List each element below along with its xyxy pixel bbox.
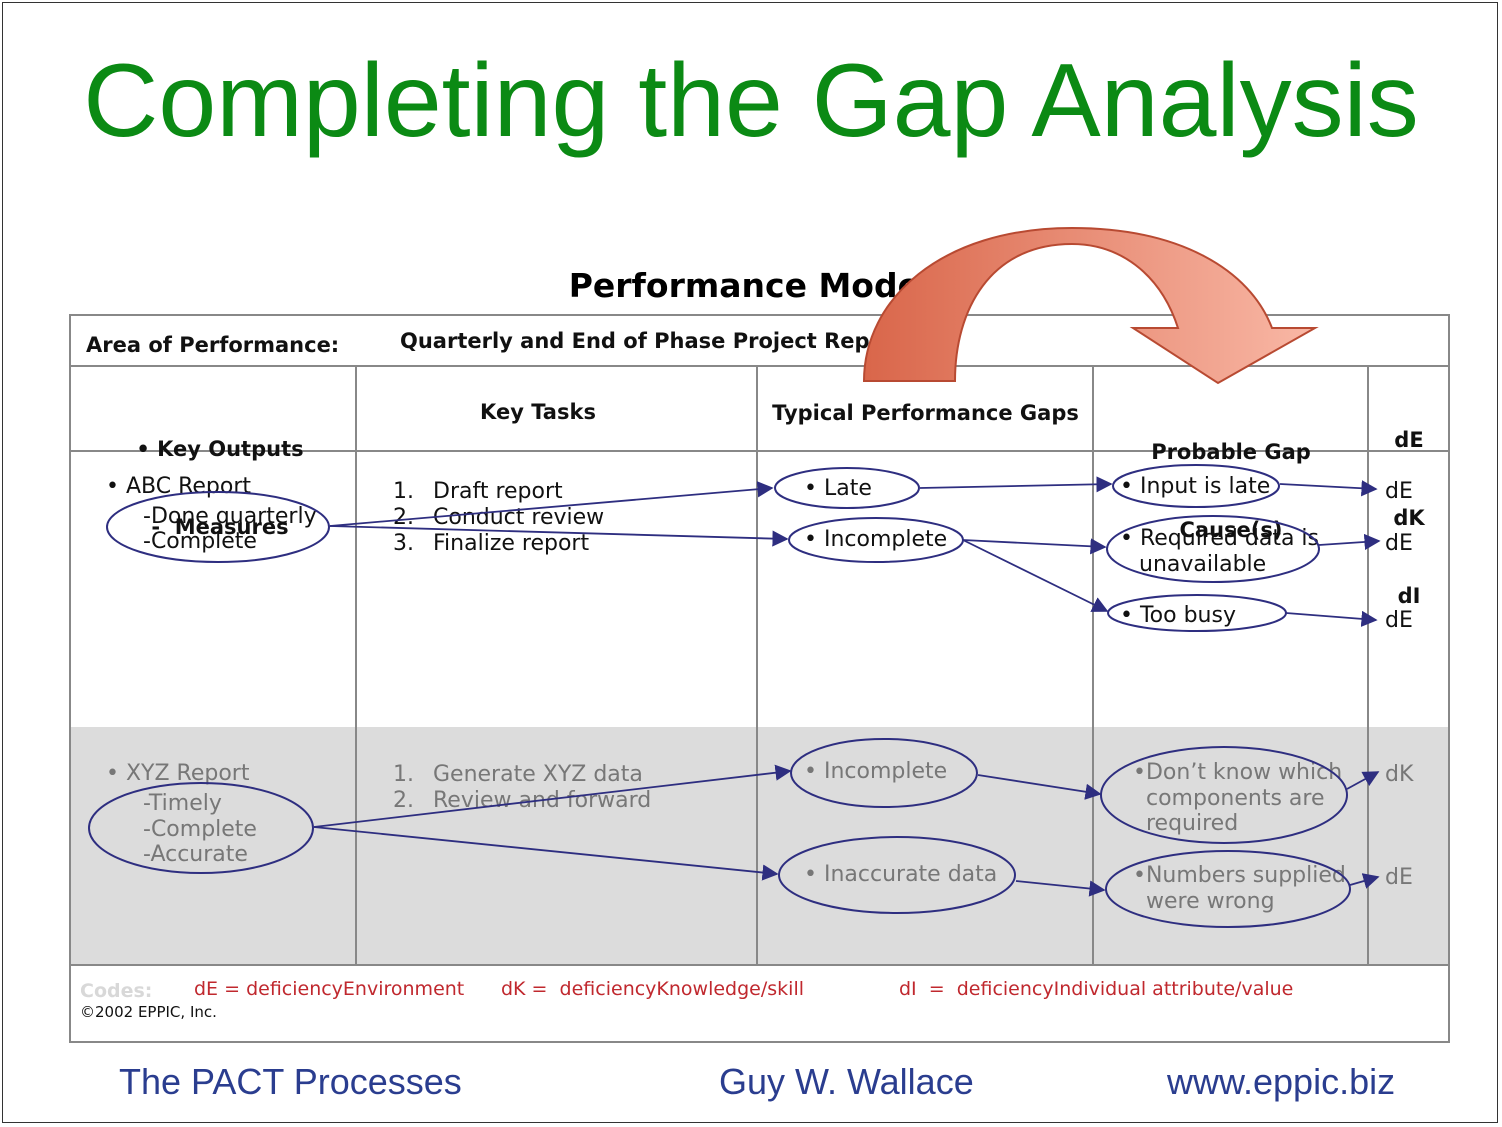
header-code-de: dE [1394, 428, 1424, 452]
row2-cause-components-3: required [1146, 811, 1239, 836]
row1-task-1: Draft report [433, 479, 563, 504]
footer-right: www.eppic.biz [1167, 1061, 1396, 1102]
arrow-components-to-dk [1346, 771, 1380, 790]
header-key-outputs-line1: • Key Outputs [136, 437, 304, 461]
arrow-inaccurate-to-numbers [1015, 880, 1106, 897]
row2-code-2: dE [1385, 865, 1413, 890]
row1-task-3: Finalize report [433, 531, 590, 556]
row1-task-2: Conduct review [433, 505, 605, 530]
header-key-tasks: Key Tasks [480, 400, 596, 424]
arrow-required-to-de [1318, 533, 1381, 551]
row1-measures-ellipse [106, 491, 330, 563]
arrow-input-to-de [1279, 480, 1378, 497]
row2-task-1: Generate XYZ data [433, 762, 643, 787]
row1-measure-2: -Complete [143, 529, 257, 554]
row2-gap-incomplete: • Incomplete [804, 759, 948, 784]
header-key-outputs-line2: - Measures [151, 515, 289, 539]
row1-incomplete-ellipse [788, 517, 964, 563]
row2-gap-inaccurate: • Inaccurate data [804, 862, 998, 887]
row2-code-1: dK [1385, 762, 1414, 787]
arrow-incomplete-to-busy [962, 539, 1109, 612]
arrow-xyz-to-inaccurate [313, 826, 779, 881]
row2-components-ellipse [1100, 746, 1348, 844]
footer-center: Guy W. Wallace [719, 1061, 974, 1102]
footer-left: The PACT Processes [119, 1061, 462, 1102]
copyright: ©2002 EPPIC, Inc. [80, 1003, 217, 1021]
model-title: Performance Model [568, 266, 932, 305]
row1-code-3: dE [1385, 608, 1413, 633]
row1-late-ellipse [774, 467, 920, 509]
row2-numbers-ellipse [1105, 850, 1351, 928]
legend-label: Codes: [80, 980, 153, 1002]
arrow-late-to-input [919, 476, 1113, 493]
legend-dk: dK = deficiencyKnowledge/skill [501, 978, 805, 1000]
row1-code-2: dE [1385, 531, 1413, 556]
header-code-dk: dK [1393, 506, 1425, 530]
row2-output: • XYZ Report [106, 761, 250, 786]
arrow-numbers-to-de [1349, 873, 1380, 889]
row1-input-late-ellipse [1112, 464, 1280, 508]
row1-gap-late: • Late [804, 476, 872, 501]
row1-task-2-num: 2. [393, 505, 414, 530]
header-key-outputs: • Key Outputs - Measures [100, 384, 340, 592]
row2-background [71, 727, 1448, 965]
row1-gap-incomplete: • Incomplete [804, 527, 948, 552]
row2-cause-numbers-2: were wrong [1146, 889, 1275, 914]
header-codes: dE dK dI [1370, 375, 1448, 661]
row1-cause-required-data-2: unavailable [1139, 552, 1267, 577]
row1-task-1-num: 1. [393, 479, 414, 504]
area-label: Area of Performance: [86, 333, 340, 357]
arrow-busy-to-de [1285, 610, 1378, 627]
row2-task-1-num: 1. [393, 762, 414, 787]
row1-required-data-ellipse [1106, 515, 1320, 583]
row1-too-busy-ellipse [1107, 594, 1287, 632]
row2-measures-ellipse [88, 782, 314, 874]
row2-measure-2: -Complete [143, 817, 257, 842]
row1-cause-too-busy: • Too busy [1120, 603, 1236, 628]
header-gap-causes-line2: Cause(s) [1179, 518, 1283, 542]
row2-measure-3: -Accurate [143, 842, 248, 867]
legend-di: dI = deficiencyIndividual attribute/valu… [899, 978, 1294, 1000]
header-code-di: dI [1397, 584, 1421, 608]
header-typical-gaps: Typical Performance Gaps [772, 401, 1079, 425]
legend-de: dE = deficiencyEnvironment [194, 978, 465, 1000]
big-curved-arrow [862, 226, 1319, 385]
row1-task-3-num: 3. [393, 531, 414, 556]
row2-inaccurate-ellipse [778, 836, 1016, 914]
arrow-incomplete-to-required [962, 538, 1107, 555]
row2-cause-numbers-1: •Numbers supplied [1133, 863, 1346, 888]
header-gap-causes: Probable Gap Cause(s) [1095, 387, 1367, 595]
row2-cause-components-2: components are [1146, 786, 1325, 811]
row1-output: • ABC Report [106, 474, 252, 499]
arrow-incomplete-to-components [977, 774, 1102, 800]
slide-title: Completing the Gap Analysis [83, 43, 1419, 159]
row1-measure-1: -Done quarterly [143, 504, 317, 529]
row1-code-1: dE [1385, 479, 1413, 504]
row1-cause-input-late: • Input is late [1120, 474, 1271, 499]
row2-measure-1: -Timely [143, 791, 222, 816]
arrow-xyz-to-incomplete [313, 764, 792, 828]
row1-cause-required-data-1: • Required data is [1120, 526, 1319, 551]
arrow-abc-to-incomplete [329, 525, 789, 547]
arrow-abc-to-late [329, 481, 774, 527]
row2-task-2-num: 2. [393, 788, 414, 813]
row2-incomplete-ellipse [790, 738, 978, 808]
header-gap-causes-line1: Probable Gap [1151, 440, 1311, 464]
